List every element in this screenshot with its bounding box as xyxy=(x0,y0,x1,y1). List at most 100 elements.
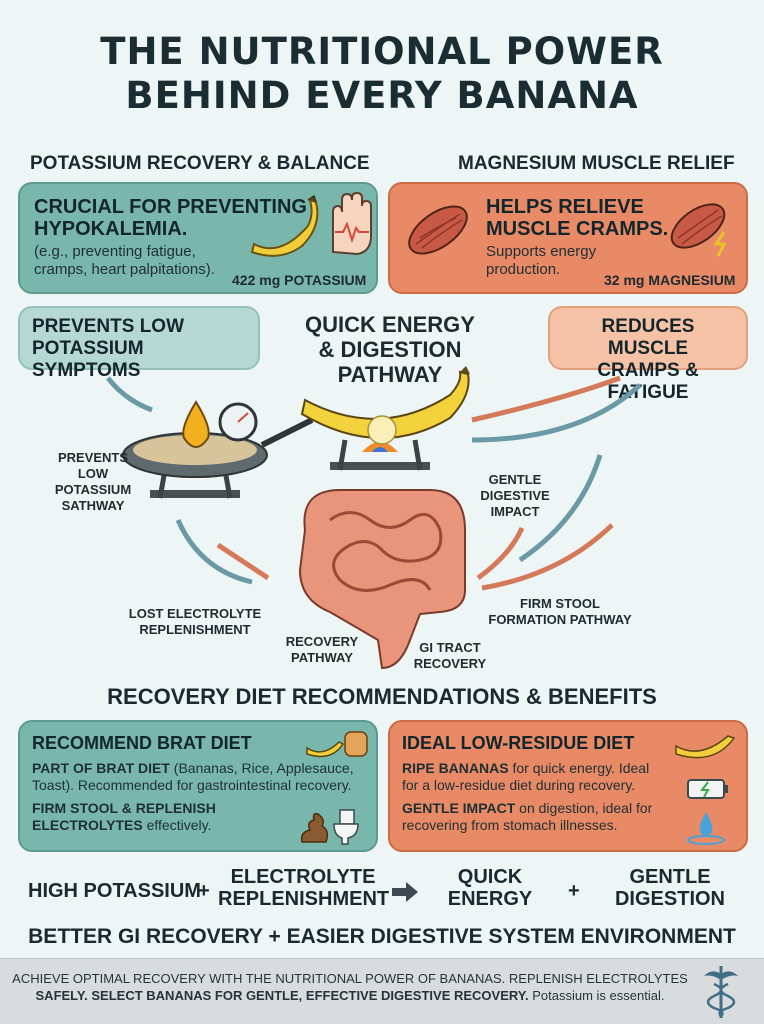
gauge-icon xyxy=(218,402,258,442)
formula-item-4-line-2: DIGESTION xyxy=(614,888,725,910)
banana-icon xyxy=(250,194,319,257)
brat-card: RECOMMEND BRAT DIET PART OF BRAT DIET (B… xyxy=(18,720,378,852)
center-title-line-1: QUICK ENERGY xyxy=(305,312,475,337)
gentle-impact-label: GENTLE DIGESTIVE IMPACT xyxy=(470,472,560,520)
formula-item-3-line-2: ENERGY xyxy=(447,888,533,910)
lost-line-1: LOST ELECTROLYTE xyxy=(128,606,262,621)
prevents-pathway-line-3: SATHWAY xyxy=(61,498,125,513)
magnesium-amount: 32 mg MAGNESIUM xyxy=(604,272,736,288)
footer-text: ACHIEVE OPTIMAL RECOVERY WITH THE NUTRIT… xyxy=(10,970,690,1004)
banana-toast-icon xyxy=(306,731,368,758)
potassium-card-text: (e.g., preventing fatigue, xyxy=(34,243,196,260)
reduces-box-line-1: REDUCES MUSCLE xyxy=(601,316,695,359)
low-plain-3: on digestion, ideal for xyxy=(515,800,653,816)
formula-item-2-line-1: ELECTROLYTE xyxy=(230,866,376,888)
caduceus-icon xyxy=(704,966,738,1018)
footer-line-2-bold: SAFELY. SELECT BANANAS FOR GENTLE, EFFEC… xyxy=(35,988,529,1003)
arrow-right-icon xyxy=(392,882,418,902)
center-banana-icon xyxy=(300,366,470,445)
pathway-illustration xyxy=(106,366,642,670)
muscle-icon xyxy=(408,205,468,255)
potassium-card-title: CRUCIAL FOR PREVENTING xyxy=(34,196,307,218)
low-text-3: GENTLE IMPACT on digestion, ideal for xyxy=(402,800,734,817)
formula-item-4: GENTLE DIGESTION xyxy=(605,866,735,910)
gentle-line-2: DIGESTIVE xyxy=(480,488,550,503)
potassium-amount: 422 mg POTASSIUM xyxy=(232,272,367,288)
intestine-icon xyxy=(298,489,466,670)
brat-bold-3: ELECTROLYTES xyxy=(32,817,143,833)
prevents-pathway-line-2: LOW POTASSIUM xyxy=(54,466,132,497)
lost-line-2: REPLENISHMENT xyxy=(139,622,251,637)
low-text-1: RIPE BANANAS for quick energy. Ideal xyxy=(402,760,734,777)
firm-stool-label: FIRM STOOL FORMATION PATHWAY xyxy=(480,596,640,628)
potassium-card-text-2: cramps, heart palpitations). xyxy=(34,261,215,278)
formula-result: BETTER GI RECOVERY + EASIER DIGESTIVE SY… xyxy=(28,925,736,948)
brat-bold-1: PART OF BRAT DIET xyxy=(32,760,170,776)
brat-plain-1: (Bananas, Rice, Applesauce, xyxy=(169,760,354,776)
low-bold-1: RIPE BANANAS xyxy=(402,760,509,776)
magnesium-card-text: Supports energy xyxy=(486,243,597,260)
prevents-pathway-label: PREVENTS LOW POTASSIUM SATHWAY xyxy=(38,450,148,514)
brat-title: RECOMMEND BRAT DIET xyxy=(32,733,252,753)
formula-item-3-line-1: QUICK xyxy=(457,866,523,888)
brat-plain-3: effectively. xyxy=(142,817,212,833)
low-text-4: recovering from stomach illnesses. xyxy=(402,817,618,833)
potassium-card-title-2: HYPOKALEMIA. xyxy=(34,218,188,240)
magnesium-heading: MAGNESIUM MUSCLE RELIEF xyxy=(458,153,735,174)
prevents-box: PREVENTS LOW POTASSIUM SYMPTOMS xyxy=(18,306,260,381)
brat-bold-2: FIRM STOOL & REPLENISH xyxy=(32,800,216,816)
center-title: QUICK ENERGY & DIGESTION PATHWAY xyxy=(290,312,490,387)
formula-plus-1: + xyxy=(198,880,210,902)
recommend-heading: RECOVERY DIET RECOMMENDATIONS & BENEFITS xyxy=(107,684,657,709)
banana-battery-drop-icons xyxy=(675,735,736,845)
recovery-pathway-label: RECOVERY PATHWAY xyxy=(278,634,366,666)
magnesium-card: HELPS RELIEVE MUSCLE CRAMPS. Supports en… xyxy=(388,182,748,294)
formula-item-4-line-1: GENTLE xyxy=(629,866,711,888)
title-line-1: THE NUTRITIONAL POWER xyxy=(100,30,664,73)
gi-line-2: RECOVERY xyxy=(413,656,487,671)
prevents-pathway-line-1: PREVENTS xyxy=(57,450,129,465)
low-text-2: for a low-residue diet during recovery. xyxy=(402,777,636,793)
gi-line-1: GI TRACT xyxy=(419,640,481,655)
potassium-heading: POTASSIUM RECOVERY & BALANCE xyxy=(30,153,370,174)
recovery-line-2: PATHWAY xyxy=(291,650,353,665)
gentle-line-3: IMPACT xyxy=(490,504,540,519)
center-stove-icon xyxy=(330,439,430,471)
prevents-box-line-2: POTASSIUM SYMPTOMS xyxy=(32,338,144,381)
footer-line-1: ACHIEVE OPTIMAL RECOVERY WITH THE NUTRIT… xyxy=(12,971,688,986)
formula-item-2: ELECTROLYTE REPLENISHMENT xyxy=(218,866,390,910)
lost-electrolyte-label: LOST ELECTROLYTE REPLENISHMENT xyxy=(120,606,270,638)
drop-icon xyxy=(182,400,210,448)
reduces-box: REDUCES MUSCLE CRAMPS & FATIGUE xyxy=(548,306,748,403)
muscle-cramp-icon xyxy=(670,203,727,257)
low-bold-2: GENTLE IMPACT xyxy=(402,800,516,816)
pan-icon xyxy=(122,417,314,478)
magnesium-card-text-2: production. xyxy=(486,261,561,278)
toilet-icon xyxy=(300,809,359,845)
formula-plus-2: + xyxy=(568,880,580,902)
title-line-2: BEHIND EVERY BANANA xyxy=(125,74,639,117)
heartbeat-hand-icon xyxy=(332,191,372,256)
center-title-line-2: & DIGESTION xyxy=(318,337,462,362)
magnesium-card-title: HELPS RELIEVE xyxy=(486,196,644,218)
firm-line-2: FORMATION PATHWAY xyxy=(488,612,632,627)
low-residue-title: IDEAL LOW-RESIDUE DIET xyxy=(402,733,635,753)
gi-tract-label: GI TRACT RECOVERY xyxy=(405,640,495,672)
brat-text-3: ELECTROLYTES effectively. xyxy=(32,817,364,834)
center-title-line-3: PATHWAY xyxy=(337,362,443,387)
firm-line-1: FIRM STOOL xyxy=(520,596,600,611)
formula-item-3: QUICK ENERGY xyxy=(440,866,540,910)
footer-line-2-rest: Potassium is essential. xyxy=(528,988,665,1003)
gentle-line-1: GENTLE xyxy=(488,472,542,487)
formula-item-2-line-2: REPLENISHMENT xyxy=(218,888,390,910)
footer-bar xyxy=(0,958,764,1024)
potassium-card: CRUCIAL FOR PREVENTING HYPOKALEMIA. (e.g… xyxy=(18,182,378,294)
recovery-line-1: RECOVERY xyxy=(285,634,359,649)
magnesium-card-title-2: MUSCLE CRAMPS. xyxy=(486,218,669,240)
page-title: THE NUTRITIONAL POWER BEHIND EVERY BANAN… xyxy=(0,30,764,118)
brat-text-2: Toast). Recommended for gastrointestinal… xyxy=(32,777,352,793)
low-plain-1: for quick energy. Ideal xyxy=(508,760,650,776)
prevents-box-line-1: PREVENTS LOW xyxy=(32,316,185,337)
brat-text-1: PART OF BRAT DIET (Bananas, Rice, Apples… xyxy=(32,760,364,777)
formula-item-1: HIGH POTASSIUM xyxy=(28,880,201,902)
